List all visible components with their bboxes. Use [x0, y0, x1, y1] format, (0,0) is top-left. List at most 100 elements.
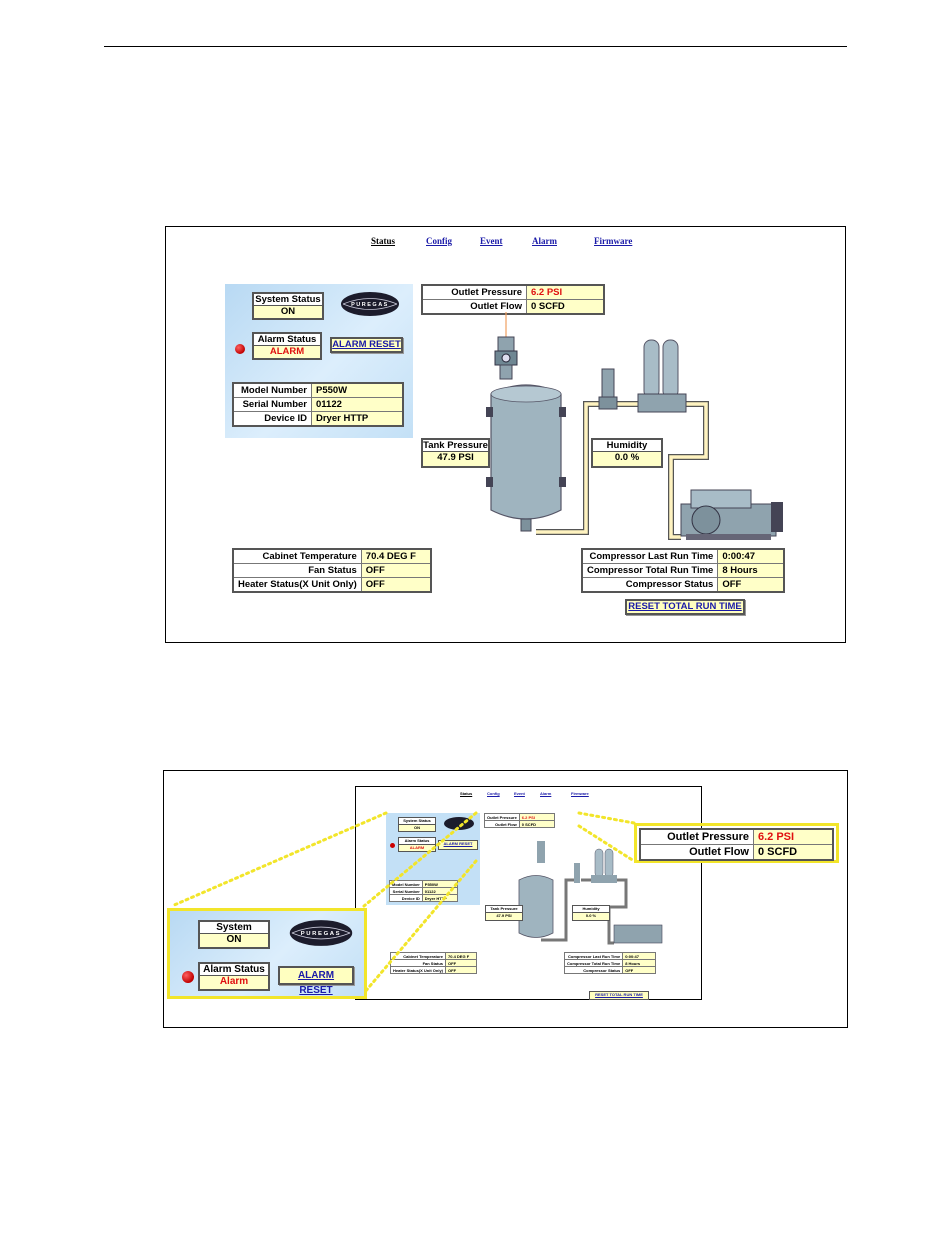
status-page-thumbnail: Status Config Event Alarm Firmware Syste…: [355, 786, 702, 1000]
nav-event[interactable]: Event: [480, 236, 503, 246]
zoom-outlet-flow-label: Outlet Flow: [639, 844, 754, 861]
thumb-outlet-flow-value: 0 SCFD: [518, 820, 555, 828]
dryer-system-diagram: [486, 312, 783, 540]
heater-status-label: Heater Status(X Unit Only): [232, 577, 362, 593]
thumb-nav-alarm: Alarm: [540, 791, 552, 796]
thumb-system-status-value: ON: [398, 824, 436, 832]
nav-alarm[interactable]: Alarm: [532, 236, 557, 246]
outlet-pressure-label: Outlet Pressure: [421, 284, 527, 300]
humidity-label: Humidity: [591, 438, 663, 453]
zoom-outlet-pressure-label: Outlet Pressure: [639, 828, 754, 845]
puregas-logo: PUREGAS: [341, 292, 399, 316]
compressor-last-run-value: 0:00:47: [717, 548, 785, 564]
pipes: [536, 401, 709, 540]
nav-firmware[interactable]: Firmware: [594, 236, 633, 246]
compressor-status-value: OFF: [717, 577, 785, 593]
svg-text:PUREGAS: PUREGAS: [301, 931, 342, 937]
compressor-last-run-label: Compressor Last Run Time: [581, 548, 719, 564]
zoom-system-status-label: System Status: [198, 920, 270, 945]
zoom-alarm-led-icon: [182, 971, 194, 983]
device-id-label: Device ID: [232, 411, 312, 427]
humidity-value: 0.0 %: [591, 452, 663, 468]
zoom-connector-lines: [170, 811, 636, 995]
outlet-pressure-value: 6.2 PSI: [526, 284, 605, 300]
compressor-total-run-value: 8 Hours: [717, 563, 785, 578]
zoom-puregas-logo: PUREGAS: [289, 920, 353, 946]
svg-text:PUREGAS: PUREGAS: [351, 302, 389, 308]
serial-number-value: 01122: [311, 397, 404, 412]
dryer-columns-icon: [637, 339, 687, 413]
fan-status-label: Fan Status: [232, 563, 362, 578]
zoom-system-status-value: ON: [198, 934, 270, 949]
thumb-nav-config: Config: [487, 791, 500, 796]
thumb-tank-pressure-value: 47.9 PSI: [485, 912, 523, 921]
alarm-status-value: ALARM: [252, 346, 322, 360]
device-id-value: Dryer HTTP: [311, 411, 404, 427]
thumb-humidity-value: 0.0 %: [572, 912, 610, 921]
nav-config[interactable]: Config: [426, 236, 453, 246]
thumb-reset-total-button: RESET TOTAL RUN TIME: [589, 991, 649, 1000]
zoom-status-callout: System Status ON PUREGAS Alarm Status Al…: [167, 908, 367, 999]
alarm-reset-button[interactable]: ALARM RESET: [330, 337, 403, 353]
header-rule: [104, 46, 847, 47]
thumb-alarm-led-icon: [390, 843, 395, 848]
thumb-comp-status-label: Compressor Status: [563, 966, 624, 974]
alarm-status-zoom-figure: Status Config Event Alarm Firmware Syste…: [163, 770, 848, 1028]
heater-status-value: OFF: [360, 577, 432, 593]
humidity-sensor-icon: [598, 368, 618, 410]
zoom-alarm-status-label: Alarm Status: [198, 962, 270, 977]
nav-status[interactable]: Status: [371, 236, 396, 246]
outlet-flow-value: 0 SCFD: [526, 299, 605, 315]
system-status-value: ON: [252, 306, 324, 320]
thumb-nav-firmware: Firmware: [571, 791, 589, 796]
zoom-outlet-pressure-value: 6.2 PSI: [753, 828, 834, 845]
thumb-nav-event: Event: [514, 791, 525, 796]
cabinet-temperature-label: Cabinet Temperature: [232, 548, 362, 564]
serial-number-label: Serial Number: [232, 397, 312, 412]
reset-total-run-time-button[interactable]: RESET TOTAL RUN TIME: [625, 599, 745, 615]
alarm-led-icon: [235, 344, 245, 354]
cabinet-temperature-value: 70.4 DEG F: [360, 548, 432, 564]
tank-icon: [486, 384, 566, 532]
thumb-nav-status: Status: [460, 791, 473, 796]
outlet-valve-icon: [494, 336, 518, 380]
thumb-comp-status-value: OFF: [622, 966, 657, 974]
model-number-label: Model Number: [232, 382, 312, 398]
thumb-device-id-value: Dryer HTTP: [421, 894, 458, 902]
zoom-alarm-reset-button[interactable]: ALARM RESET: [278, 966, 354, 996]
compressor-icon: [680, 489, 783, 540]
thumb-diagram: [518, 841, 663, 945]
zoom-alarm-status-value: Alarm: [198, 976, 270, 991]
zoom-outlet-flow-value: 0 SCFD: [753, 844, 834, 861]
thumb-heater-value: OFF: [445, 966, 478, 974]
compressor-total-run-label: Compressor Total Run Time: [581, 563, 719, 578]
fan-status-value: OFF: [360, 563, 432, 578]
system-status-label: System Status: [252, 292, 324, 307]
tank-pressure-label: Tank Pressure: [421, 438, 490, 453]
